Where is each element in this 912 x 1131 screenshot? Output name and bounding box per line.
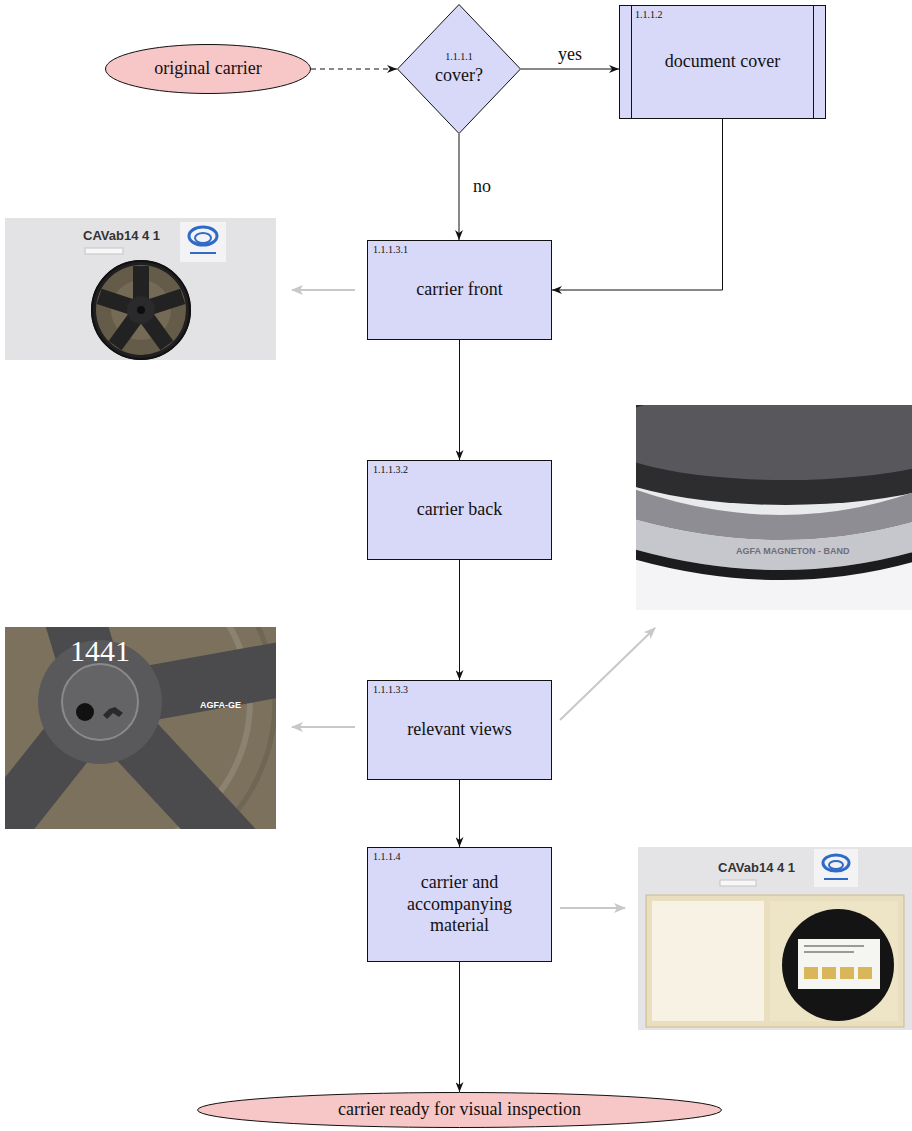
logo-text xyxy=(824,878,848,880)
photo-reel-side xyxy=(576,385,912,610)
reel xyxy=(91,260,191,360)
paper-note xyxy=(798,939,880,989)
reel-hub xyxy=(62,664,138,740)
photo-carrier-front xyxy=(5,218,276,360)
reel-hole xyxy=(76,703,94,721)
step-number: 1.1.1.3.2 xyxy=(373,464,408,475)
reel-flange xyxy=(91,260,191,360)
node-label: carrier ready for visual inspection xyxy=(338,1099,581,1121)
step-number: 1.1.1.2 xyxy=(635,9,663,20)
end-ellipse: carrier ready for visual inspection xyxy=(197,1092,722,1128)
ellipse-shape xyxy=(106,45,311,94)
reel-rim xyxy=(92,261,190,359)
reel-hole xyxy=(137,306,145,314)
step-number: 1.1.1.3.3 xyxy=(373,684,408,695)
process-box: 1.1.1.3.3 relevant views xyxy=(367,680,552,780)
node-label: original carrier xyxy=(154,58,261,80)
process-box: 1.1.1.3.2 carrier back xyxy=(367,460,552,560)
photo-ground xyxy=(5,218,276,360)
archive-label: CAVab14 4 1 xyxy=(718,860,795,875)
flow-arrow xyxy=(459,962,460,1092)
flow-arrow xyxy=(521,69,619,70)
box-shape xyxy=(368,848,552,962)
reel-edge xyxy=(576,530,912,580)
leader-arrow xyxy=(560,907,625,909)
start-ellipse: original carrier xyxy=(105,44,311,94)
logo-ring xyxy=(195,233,211,243)
logo-card xyxy=(180,222,226,262)
box-tray xyxy=(770,901,898,1021)
photo-carrier-box xyxy=(638,847,912,1030)
diamond-shape xyxy=(398,5,521,134)
flow-arrow xyxy=(552,119,723,290)
process-box: 1.1.1.4 carrier and accompanying material xyxy=(367,847,552,962)
box xyxy=(646,895,904,1027)
flow-arrow xyxy=(459,134,460,240)
brand-print: AGFA-GE xyxy=(200,700,241,710)
photo-frame xyxy=(576,385,912,610)
leader-arrow xyxy=(560,628,655,720)
reel xyxy=(782,909,894,1021)
subprocess-bar xyxy=(631,5,632,119)
logo-ring xyxy=(829,861,843,869)
photo-reel-hub xyxy=(0,527,295,877)
reel-flange xyxy=(576,385,912,505)
node-label: carrier back xyxy=(417,499,502,521)
leader-arrow xyxy=(292,726,355,728)
reel-edge xyxy=(576,465,912,540)
tape-band xyxy=(576,500,912,570)
tray-clip xyxy=(782,909,894,1021)
ruler xyxy=(720,880,756,886)
note-line xyxy=(804,945,864,947)
node-label: document cover xyxy=(665,51,780,73)
decision-diamond: 1.1.1.1 cover? xyxy=(397,4,521,134)
process-box: 1.1.1.3.1 carrier front xyxy=(367,240,552,340)
photo-frame xyxy=(0,527,295,877)
ellipse-shape xyxy=(198,1093,722,1128)
archive-label: CAVab14 4 1 xyxy=(83,228,160,243)
flow-arrow xyxy=(459,560,460,680)
tape-sample xyxy=(840,967,854,979)
step-number: 1.1.1.4 xyxy=(373,851,401,862)
logo-ring xyxy=(189,227,217,245)
ruler xyxy=(85,248,123,254)
step-number: 1.1.1.1 xyxy=(445,51,473,62)
box-shape xyxy=(368,241,552,340)
subprocess-bar xyxy=(813,5,814,119)
dashed-flow-arrow xyxy=(311,69,397,70)
edge-label: no xyxy=(471,176,493,198)
edge-label: yes xyxy=(556,44,584,66)
photo-ground xyxy=(638,847,912,1030)
note-line xyxy=(804,951,854,953)
handwritten-number: 1441 xyxy=(70,634,130,668)
subprocess-box: 1.1.1.2 document cover xyxy=(619,5,826,119)
tape-wind xyxy=(0,527,275,877)
tape xyxy=(96,265,186,355)
box-shape xyxy=(368,461,552,560)
tape-wind xyxy=(0,552,250,852)
node-label: carrier front xyxy=(416,279,502,301)
brand-print: AGFA MAGNETON - BAND xyxy=(736,546,850,556)
logo-ring xyxy=(823,855,849,871)
tape-sample xyxy=(804,967,818,979)
node-label: cover? xyxy=(435,65,483,87)
reel-hub xyxy=(127,296,155,324)
reel-flange xyxy=(596,390,912,480)
leader-arrow xyxy=(292,289,355,291)
spindle-slot xyxy=(103,707,123,719)
flow-arrow xyxy=(459,780,460,847)
box-lid xyxy=(652,901,764,1021)
logo-card xyxy=(814,849,858,887)
tape-sample xyxy=(822,967,836,979)
logo-text xyxy=(190,252,216,254)
box-shape xyxy=(620,6,826,119)
box-shape xyxy=(368,681,552,780)
tape-sample xyxy=(858,967,872,979)
step-number: 1.1.1.3.1 xyxy=(373,244,408,255)
node-label: carrier and accompanying material xyxy=(381,872,538,937)
node-label: relevant views xyxy=(407,719,511,741)
flow-arrow xyxy=(459,340,460,460)
